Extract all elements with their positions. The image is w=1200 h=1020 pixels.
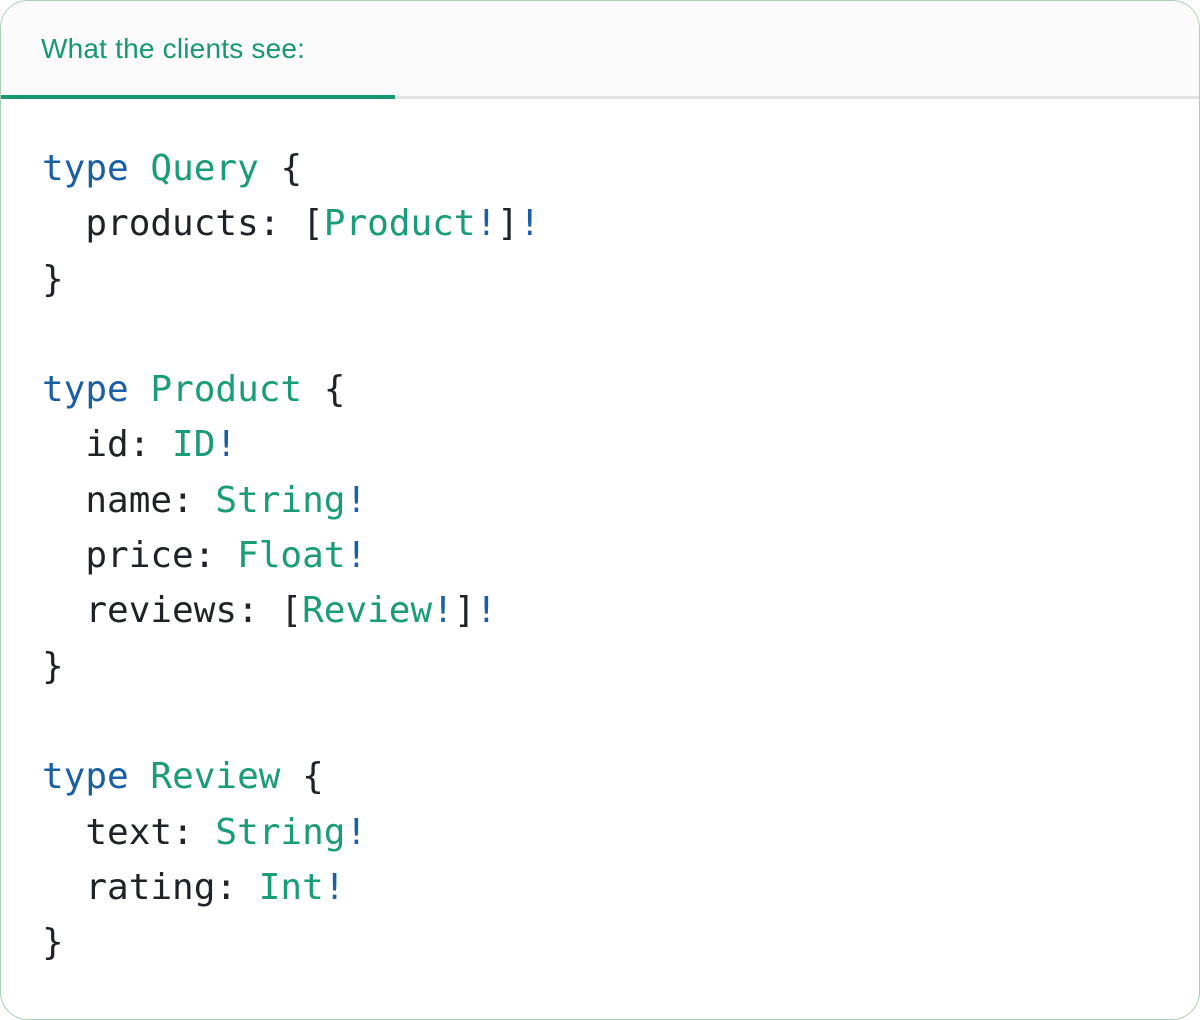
code-token: name: [42, 479, 216, 521]
code-line: type Product { [42, 362, 1169, 417]
code-token: ! [475, 203, 498, 245]
code-line: name: String! [42, 473, 1169, 528]
code-token: ! [432, 590, 454, 632]
code-token: { [280, 756, 324, 798]
code-token: ] [497, 203, 519, 245]
code-token: price: [42, 535, 238, 577]
code-line: id: ID! [42, 417, 1169, 472]
code-token: Float [237, 535, 346, 577]
code-token: reviews: [ [42, 590, 303, 632]
code-token: Review [302, 590, 433, 632]
code-token: Query [150, 148, 259, 189]
code-token: ! [215, 424, 238, 466]
code-token: ! [345, 811, 368, 853]
tab-bar: What the clients see: [1, 1, 1199, 99]
code-token: ! [323, 866, 346, 908]
code-token: ! [475, 590, 498, 632]
code-token: ] [453, 590, 476, 632]
code-token: } [42, 645, 64, 687]
code-token: text: [42, 811, 216, 853]
code-token: type [42, 148, 129, 189]
code-block: type Query { products: [Product!]!} type… [1, 99, 1199, 970]
code-token: ! [345, 479, 368, 521]
code-token: ! [345, 535, 368, 577]
code-token: { [258, 148, 303, 189]
tab-label: What the clients see: [41, 32, 306, 64]
code-token: } [42, 922, 64, 964]
code-line: type Query { [42, 141, 1169, 196]
code-token: Product [150, 369, 303, 411]
code-line: } [42, 252, 1169, 307]
code-token: type [42, 756, 129, 798]
code-token: ! [518, 203, 541, 245]
code-token [129, 369, 151, 410]
code-line: reviews: [Review!]! [42, 583, 1169, 638]
code-token: { [302, 369, 346, 411]
code-line: } [42, 639, 1169, 694]
active-tab-indicator [1, 95, 395, 99]
code-token: Product [323, 203, 476, 245]
code-token: products: [ [42, 203, 324, 245]
code-token: Int [258, 866, 324, 908]
code-token: ID [172, 424, 216, 466]
code-token: } [42, 258, 64, 300]
code-line: products: [Product!]! [42, 196, 1169, 251]
code-token: String [215, 811, 346, 853]
code-line: type Review { [42, 749, 1169, 804]
code-panel-body: type Query { products: [Product!]!} type… [1, 99, 1199, 971]
code-token [129, 756, 151, 797]
code-line: text: String! [42, 805, 1169, 860]
code-token: Review [150, 756, 281, 798]
code-line [42, 307, 1169, 362]
tab-what-clients-see[interactable]: What the clients see: [1, 1, 395, 99]
code-line [42, 694, 1169, 749]
code-token: type [42, 369, 129, 411]
code-token [129, 148, 151, 189]
code-line: } [42, 915, 1169, 970]
code-token: id: [42, 424, 173, 466]
code-line: price: Float! [42, 528, 1169, 583]
code-line: rating: Int! [42, 860, 1169, 915]
code-token: rating: [42, 866, 259, 908]
code-token: String [215, 479, 346, 521]
